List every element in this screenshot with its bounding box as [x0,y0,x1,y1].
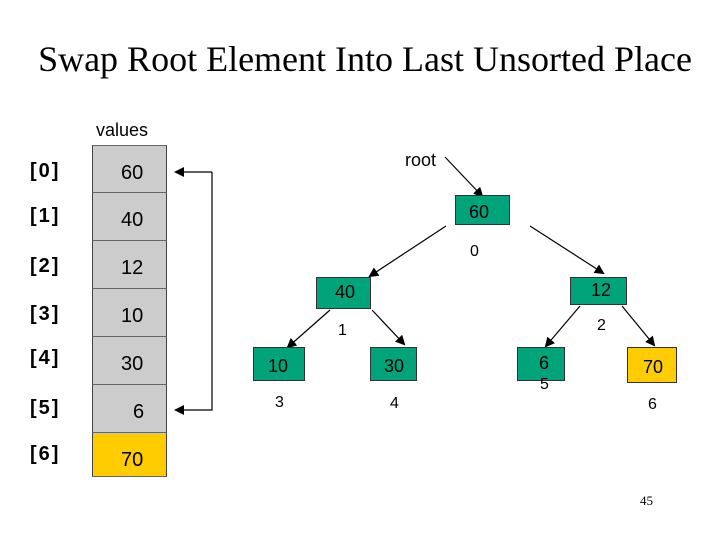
tree-node-root-value: 60 [469,202,490,222]
tree-node-root: 60 [455,195,510,225]
tree-node-right-right-value: 70 [643,357,664,377]
array-index-3: [3] [30,303,61,325]
array-index-1: [1] [30,205,61,227]
array-index-4: [4] [30,347,61,369]
array-cell-4: 30 [92,337,167,385]
array-cell-3: 10 [92,289,167,337]
tree-node-left: 40 [316,277,371,309]
array-index-6: [6] [30,443,61,465]
tree-node-right-right-index: 6 [648,396,657,413]
tree-node-left-index: 1 [338,322,347,339]
tree-node-right-right: 70 [627,347,677,383]
array-index-0: [0] [30,160,61,182]
tree-node-right-left-value: 6 [539,353,550,373]
array-cell-2: 12 [92,241,167,289]
page-number: 45 [640,493,653,508]
array-index-5: [5] [30,397,61,419]
tree-node-left-left-index: 3 [275,394,284,411]
array-cell-1: 40 [92,193,167,241]
array-cell-0: 60 [92,145,167,193]
array-cell-5: 6 [92,385,167,433]
tree-node-right: 12 [570,277,627,305]
array-cell-6: 70 [92,433,167,477]
tree-node-left-right-value: 30 [384,356,405,376]
tree-node-left-left-value: 10 [268,356,289,376]
tree-node-right-value: 12 [591,280,612,300]
tree-node-right-left-index: 5 [540,376,549,393]
slide-title: Swap Root Element Into Last Unsorted Pla… [38,39,692,79]
tree-node-left-right: 30 [370,347,417,381]
tree-node-left-value: 40 [335,282,356,302]
array-label: values [96,120,149,140]
tree-node-left-right-index: 4 [390,395,399,412]
tree-node-root-index: 0 [470,243,479,260]
root-label: root [405,150,437,170]
array-index-2: [2] [30,255,61,277]
tree-node-right-left: 6 [517,347,565,381]
tree-node-right-index: 2 [597,317,606,334]
tree-node-left-left: 10 [253,347,305,381]
